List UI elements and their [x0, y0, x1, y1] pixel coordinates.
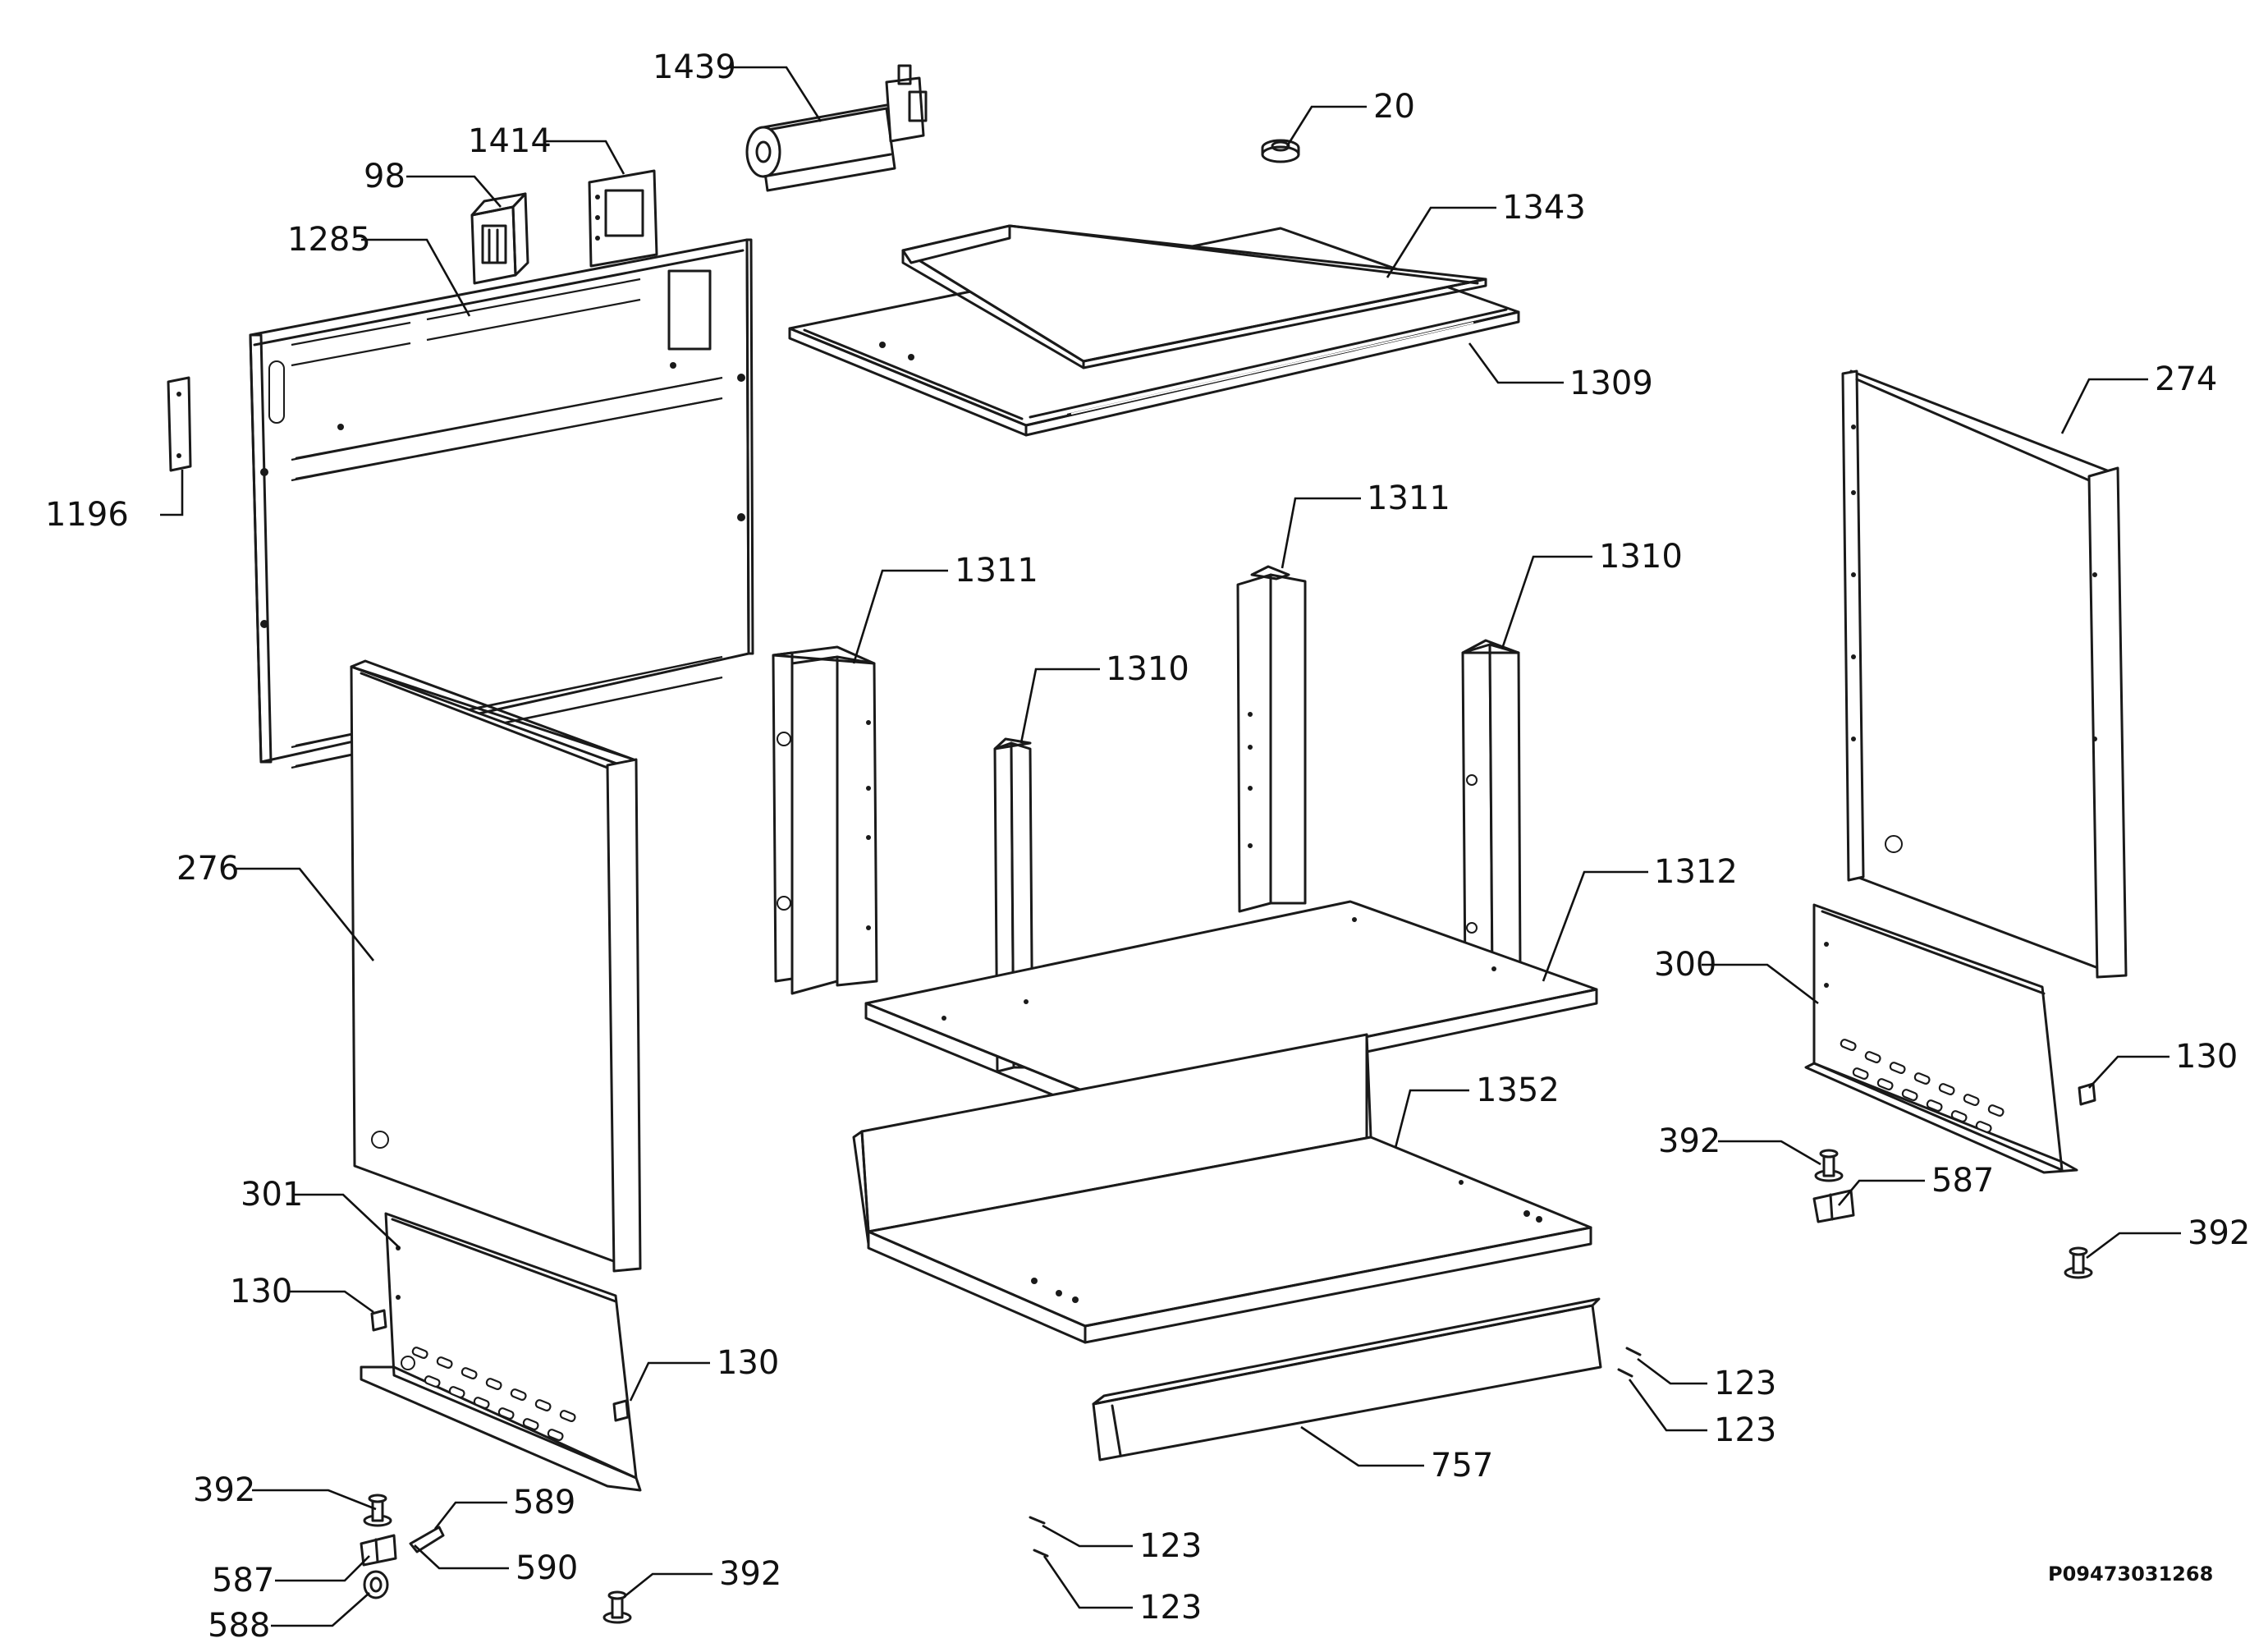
label-587-left: 587 — [212, 1562, 274, 1599]
label-1309: 1309 — [1569, 365, 1653, 402]
label-130-left-a: 130 — [230, 1273, 292, 1310]
part-276-left-side-panel — [350, 659, 642, 1273]
label-1311-left: 1311 — [955, 552, 1038, 590]
part-301-left-bracket — [360, 1212, 642, 1492]
part-1311-left-post — [772, 645, 878, 995]
label-123-right-a: 123 — [1714, 1365, 1776, 1402]
label-98: 98 — [364, 158, 405, 195]
label-300: 300 — [1654, 946, 1716, 984]
clip-587-left — [360, 1534, 397, 1567]
fastener-392-b — [2064, 1246, 2093, 1279]
screws-123-right — [1617, 1347, 1642, 1378]
label-590: 590 — [515, 1549, 578, 1587]
label-1310-right: 1310 — [1599, 538, 1683, 576]
part-1311-right-post — [1236, 565, 1307, 913]
label-1414: 1414 — [468, 122, 552, 160]
label-20: 20 — [1373, 88, 1415, 126]
part-757-kick-plate — [1092, 1297, 1602, 1462]
part-1439-fan-motor — [745, 64, 928, 192]
fastener-392-d — [603, 1590, 632, 1624]
label-123-bottom-b: 123 — [1139, 1589, 1202, 1627]
drawing-code: P09473031268 — [2048, 1563, 2213, 1585]
label-589: 589 — [513, 1484, 575, 1521]
label-276: 276 — [176, 850, 239, 888]
part-1352-base-tray — [852, 1033, 1592, 1344]
label-1196: 1196 — [45, 496, 129, 534]
part-300-right-bracket — [1804, 903, 2078, 1174]
part-98-control-box — [470, 192, 529, 285]
label-123-right-b: 123 — [1714, 1411, 1776, 1449]
label-587-right: 587 — [1931, 1162, 1994, 1200]
part-1310-right-post — [1461, 639, 1522, 980]
label-1285: 1285 — [287, 221, 371, 259]
label-392-right-a: 392 — [1658, 1122, 1720, 1160]
fastener-392-a — [1814, 1149, 1844, 1182]
label-123-bottom-a: 123 — [1139, 1527, 1202, 1565]
label-392-left-b: 392 — [719, 1555, 781, 1593]
leader-lines — [160, 66, 2181, 1627]
label-757: 757 — [1431, 1447, 1493, 1485]
fastener-392-c — [363, 1494, 392, 1527]
label-1343: 1343 — [1502, 189, 1586, 227]
part-1414-plate — [588, 169, 658, 268]
part-588-cap — [363, 1570, 389, 1599]
part-301-slots — [411, 1347, 576, 1441]
fastener-130-left-b — [612, 1399, 630, 1422]
label-130-right: 130 — [2175, 1038, 2238, 1076]
part-1196-bracket — [167, 376, 192, 472]
label-588: 588 — [208, 1607, 270, 1645]
label-392-left-a: 392 — [193, 1471, 255, 1509]
part-1285-back-panel — [249, 238, 754, 769]
part-589-590-lever — [409, 1526, 445, 1553]
label-274: 274 — [2155, 360, 2217, 398]
label-1312: 1312 — [1654, 853, 1738, 891]
part-274-right-side-panel — [1841, 369, 2128, 979]
label-1439: 1439 — [653, 48, 736, 86]
screws-123-bottom — [1029, 1516, 1049, 1558]
fastener-130-right — [2078, 1082, 2096, 1106]
label-130-left-b: 130 — [717, 1344, 779, 1382]
label-1352: 1352 — [1476, 1072, 1560, 1109]
label-1311-right: 1311 — [1367, 480, 1450, 517]
part-300-slots — [1840, 1039, 2005, 1133]
label-301: 301 — [241, 1176, 303, 1214]
label-392-right-b: 392 — [2188, 1214, 2250, 1252]
part-1343-top-cover — [901, 224, 1487, 369]
part-number-labels: 1439 20 1414 98 1285 1343 1309 274 1196 … — [45, 48, 2250, 1645]
label-1310-left: 1310 — [1106, 650, 1189, 688]
fastener-130-left-a — [370, 1309, 387, 1332]
part-20-knob — [1261, 139, 1300, 163]
